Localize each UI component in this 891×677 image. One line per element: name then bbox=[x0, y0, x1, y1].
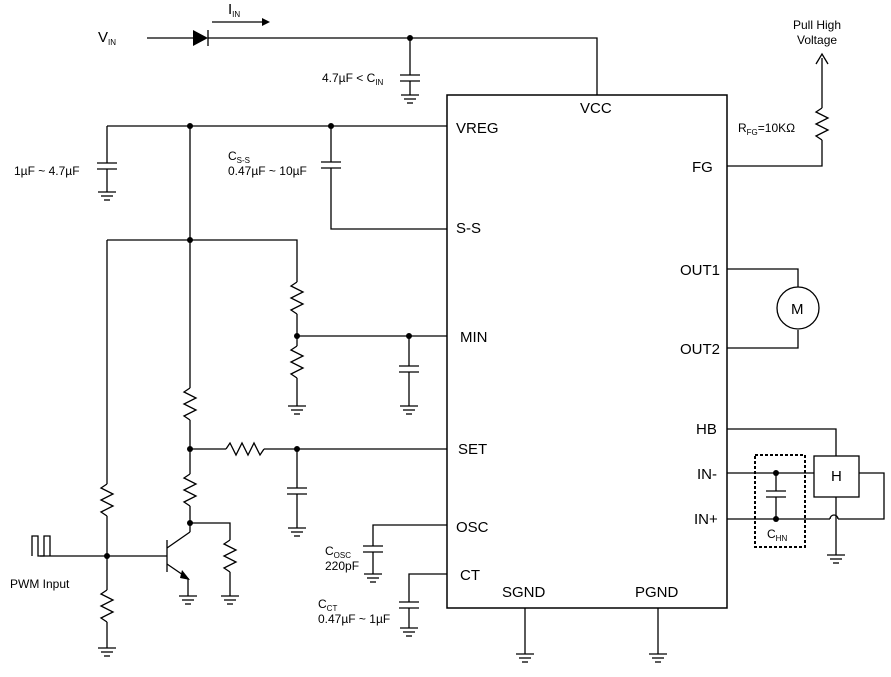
vreg-wiring bbox=[97, 125, 447, 201]
pin-pgnd: PGND bbox=[635, 584, 679, 601]
vreg-bus bbox=[106, 126, 298, 484]
junction-dot bbox=[294, 446, 300, 452]
pin-out2: OUT2 bbox=[680, 341, 720, 358]
sgnd-ground bbox=[516, 608, 534, 663]
set-network bbox=[182, 387, 447, 605]
pgnd-ground bbox=[649, 608, 667, 663]
cct-label: CCT bbox=[318, 597, 337, 613]
ic-body bbox=[446, 94, 728, 609]
min-divider bbox=[288, 281, 447, 415]
pwm-waveform-icon bbox=[31, 535, 51, 557]
rfg-label: RFG=10KΩ bbox=[738, 121, 795, 137]
pin-sgnd: SGND bbox=[502, 584, 546, 601]
pin-hb: HB bbox=[696, 421, 717, 438]
junction-dot bbox=[294, 333, 300, 339]
junction-dot bbox=[187, 446, 193, 452]
pin-vreg: VREG bbox=[456, 120, 499, 137]
css-value: 0.47µF ~ 10µF bbox=[228, 164, 307, 178]
junction-dot bbox=[773, 516, 779, 522]
css-label: CS-S bbox=[228, 149, 250, 165]
iin-arrow bbox=[212, 18, 270, 26]
motor-label: M bbox=[791, 301, 804, 318]
chn-label: CHN bbox=[767, 527, 787, 543]
pin-min: MIN bbox=[460, 329, 488, 346]
junction-dot bbox=[406, 333, 412, 339]
pull-high-line2: Voltage bbox=[797, 33, 837, 47]
pin-out1: OUT1 bbox=[680, 262, 720, 279]
hall-wiring bbox=[727, 428, 885, 564]
hall-label: H bbox=[831, 468, 842, 485]
osc-capacitor bbox=[363, 524, 447, 583]
pin-osc: OSC bbox=[456, 519, 489, 536]
cosc-label: COSC bbox=[325, 544, 351, 560]
cosc-value: 220pF bbox=[325, 559, 359, 573]
pin-in-plus: IN+ bbox=[694, 511, 718, 528]
ct-capacitor bbox=[399, 573, 447, 637]
fg-pullup bbox=[727, 52, 830, 167]
chn-capacitor bbox=[766, 473, 786, 519]
pin-ss: S-S bbox=[456, 220, 481, 237]
motor-wiring bbox=[727, 268, 820, 349]
pull-high-line1: Pull High bbox=[793, 18, 841, 32]
junction-dot bbox=[104, 553, 110, 559]
pin-set: SET bbox=[458, 441, 487, 458]
pin-ct: CT bbox=[460, 567, 480, 584]
pwm-resistors bbox=[40, 483, 116, 657]
cin-label: 4.7µF < CIN bbox=[322, 71, 384, 87]
pwm-input-label: PWM Input bbox=[10, 577, 70, 591]
cct-value: 0.47µF ~ 1µF bbox=[318, 612, 390, 626]
iin-label: IIN bbox=[228, 1, 240, 19]
pin-vcc: VCC bbox=[580, 100, 612, 117]
junction-dot bbox=[773, 470, 779, 476]
css-capacitor bbox=[321, 126, 447, 230]
junction-dot bbox=[187, 237, 193, 243]
pin-fg: FG bbox=[692, 159, 713, 176]
vin-label: VIN bbox=[98, 29, 116, 47]
chn-dashed-box bbox=[754, 454, 806, 548]
vreg-cap-label: 1µF ~ 4.7µF bbox=[14, 164, 80, 178]
cin-capacitor bbox=[400, 38, 420, 104]
supply-wiring bbox=[147, 30, 598, 95]
npn-transistor bbox=[107, 523, 197, 605]
pin-in-minus: IN- bbox=[697, 466, 717, 483]
